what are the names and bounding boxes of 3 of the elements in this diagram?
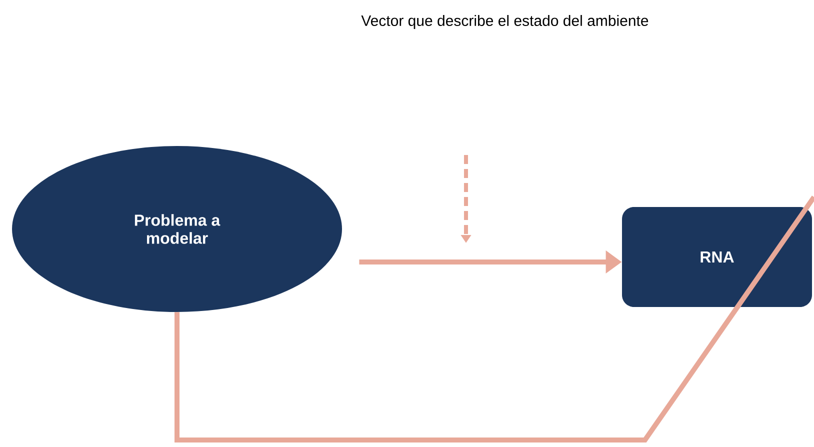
- process-box: RNA: [622, 207, 812, 307]
- label-text: Vector que describe el estado del ambiente: [361, 15, 648, 29]
- ellipse-node: Problema a modelar: [12, 146, 342, 312]
